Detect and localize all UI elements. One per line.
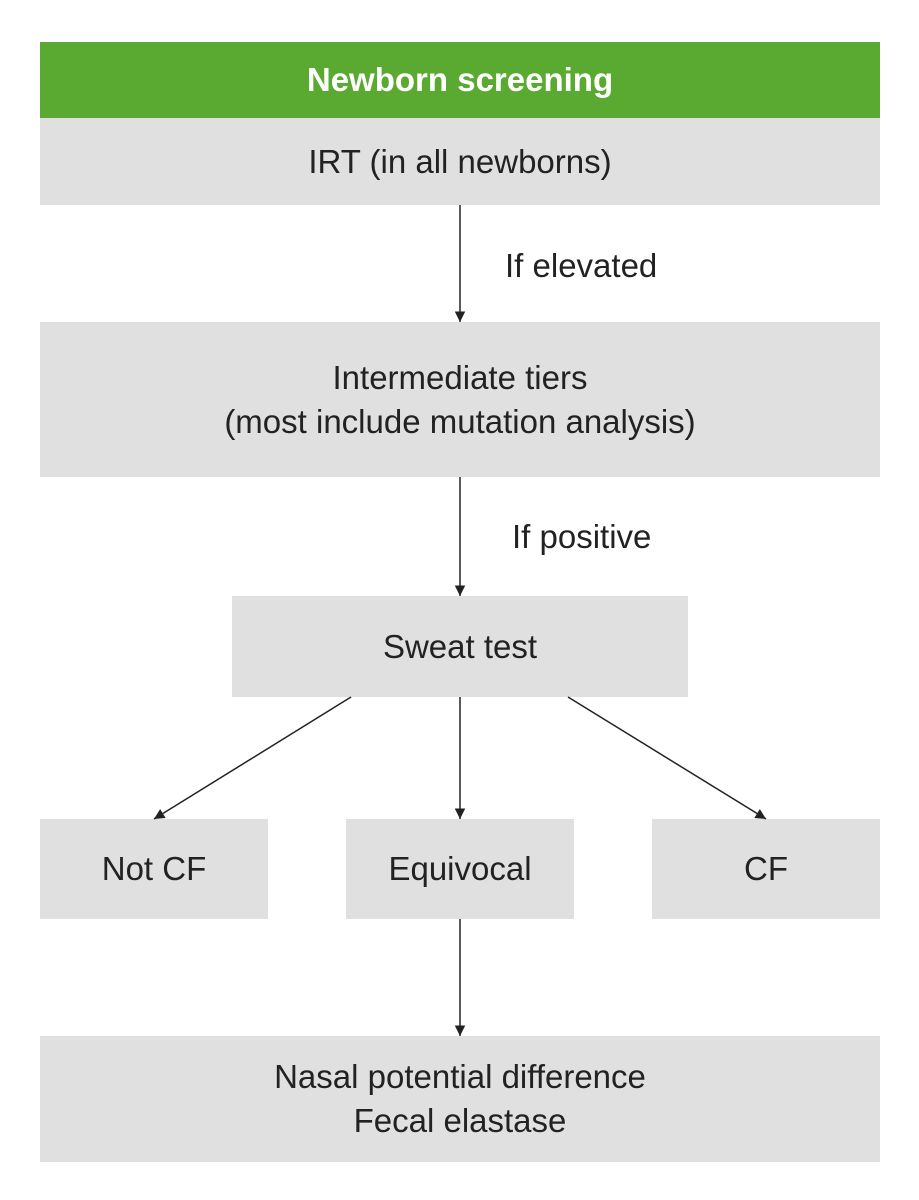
arrow-sweat-to-cf bbox=[567, 696, 767, 820]
node-equivocal: Equivocal bbox=[346, 819, 574, 919]
node-followup-line2: Fecal elastase bbox=[353, 1102, 567, 1139]
node-irt-label: IRT (in all newborns) bbox=[308, 142, 612, 180]
edge-label-if-positive: If positive bbox=[512, 518, 652, 555]
edge-label-if-elevated: If elevated bbox=[505, 247, 658, 284]
header-title: Newborn screening bbox=[306, 61, 614, 98]
node-followup-line1: Nasal potential difference bbox=[274, 1058, 646, 1095]
node-intermediate-tiers: Intermediate tiers (most include mutatio… bbox=[40, 322, 880, 477]
node-not-cf: Not CF bbox=[40, 819, 268, 919]
node-cf: CF bbox=[652, 819, 880, 919]
node-not-cf-label: Not CF bbox=[101, 850, 207, 887]
node-sweat-test: Sweat test bbox=[232, 596, 688, 697]
node-followup-tests: Nasal potential difference Fecal elastas… bbox=[40, 1036, 880, 1162]
node-cf-label: CF bbox=[744, 850, 788, 887]
node-equivocal-label: Equivocal bbox=[388, 850, 532, 887]
arrow-sweat-to-not-cf bbox=[153, 696, 352, 820]
node-intermediate-line2: (most include mutation analysis) bbox=[224, 402, 696, 440]
header-bar: Newborn screening bbox=[40, 42, 880, 118]
node-irt: IRT (in all newborns) bbox=[40, 118, 880, 205]
node-sweat-label: Sweat test bbox=[382, 627, 538, 665]
node-intermediate-line1: Intermediate tiers bbox=[332, 358, 588, 396]
